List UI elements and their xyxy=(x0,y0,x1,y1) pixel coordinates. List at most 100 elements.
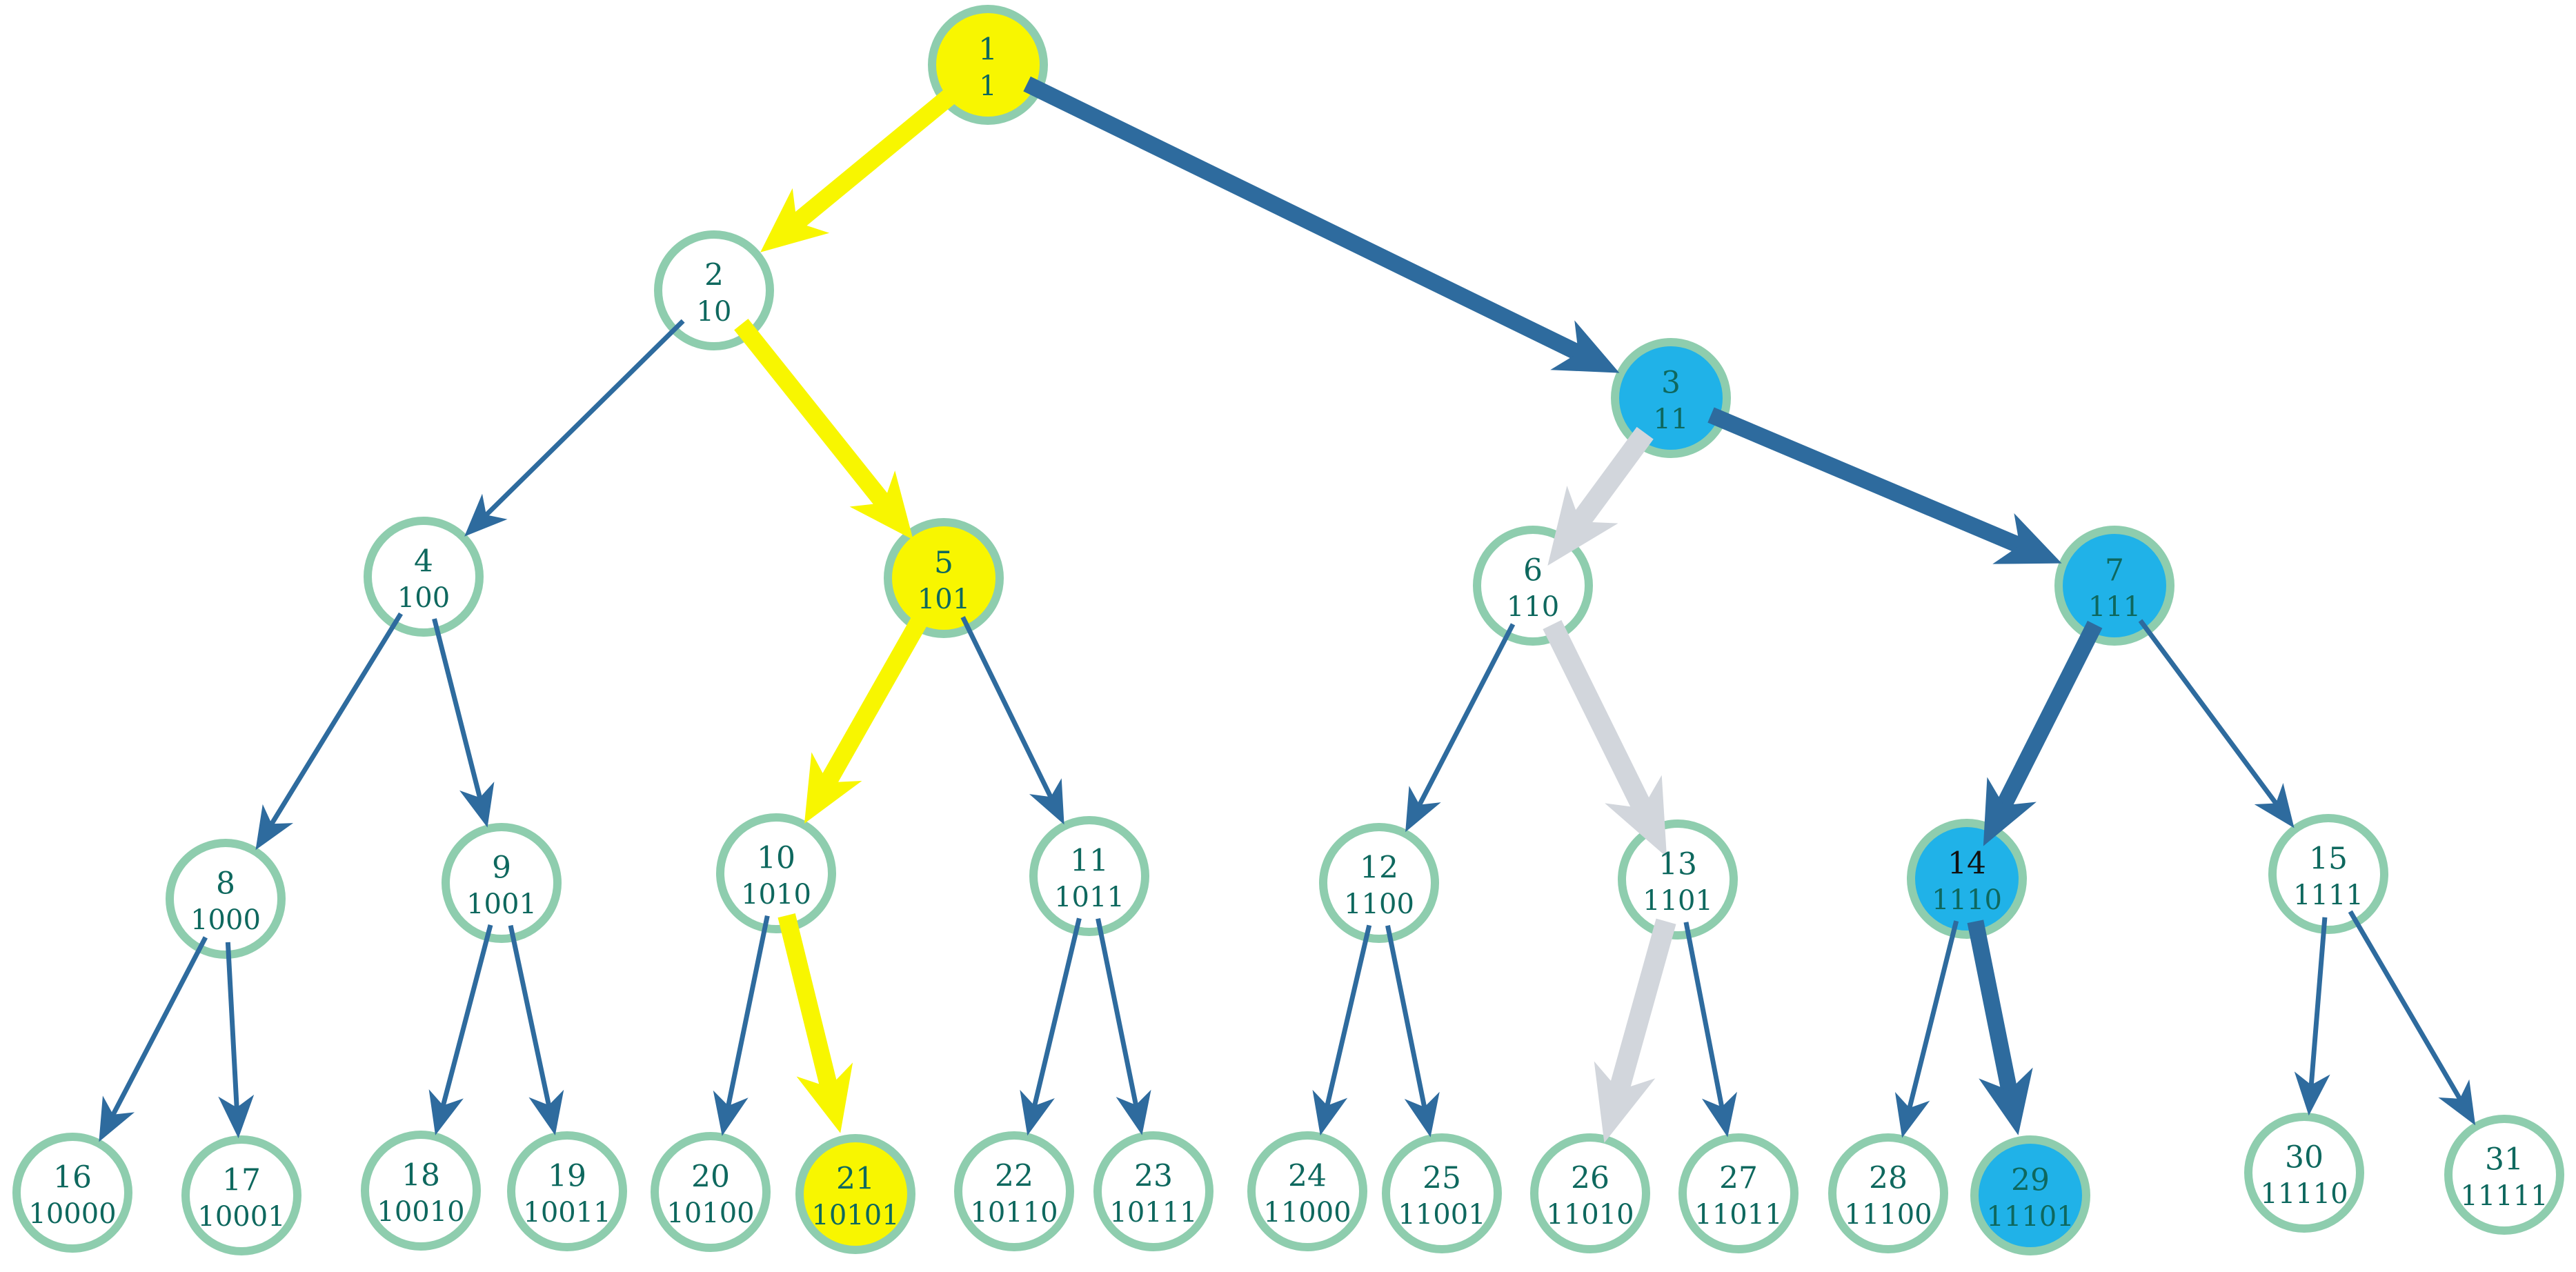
tree-node-value-6: 6 xyxy=(1523,553,1543,588)
tree-node-value-12: 12 xyxy=(1360,851,1398,886)
edge-arrowhead-3-7 xyxy=(1992,513,2062,564)
tree-node-binary-19: 10011 xyxy=(523,1197,611,1229)
tree-node-binary-1: 1 xyxy=(979,70,996,102)
tree-node-circle-16 xyxy=(12,1133,132,1253)
tree-node-circle-27 xyxy=(1678,1133,1799,1253)
tree-node-binary-17: 10001 xyxy=(197,1201,285,1233)
tree-node-value-11: 11 xyxy=(1070,844,1109,879)
edge-arrowhead-9-18 xyxy=(428,1089,464,1135)
edge-arrowhead-5-10 xyxy=(804,752,862,824)
tree-node-circle-5 xyxy=(884,518,1004,638)
edge-9-18 xyxy=(440,924,493,1108)
tree-node-value-30: 30 xyxy=(2285,1140,2324,1175)
edge-1-2 xyxy=(789,86,960,231)
tree-node-circle-15 xyxy=(2268,814,2388,934)
edge-arrowhead-8-17 xyxy=(218,1094,255,1139)
edge-4-9 xyxy=(432,618,483,800)
tree-node-value-3: 3 xyxy=(1661,366,1681,401)
edge-6-12 xyxy=(1416,623,1516,808)
tree-node-binary-8: 1000 xyxy=(190,904,261,936)
edge-arrowhead-4-9 xyxy=(459,782,495,828)
edge-arrowhead-15-31 xyxy=(2438,1079,2476,1126)
edge-11-23 xyxy=(1096,918,1139,1108)
tree-node-circle-13 xyxy=(1618,819,1738,940)
tree-node-value-18: 18 xyxy=(402,1158,440,1193)
tree-node-circle-20 xyxy=(651,1132,771,1252)
edge-arrowhead-1-3 xyxy=(1550,320,1620,373)
tree-node-binary-4: 100 xyxy=(397,582,450,614)
tree-node-circle-14 xyxy=(1907,819,2027,939)
tree-node-binary-2: 10 xyxy=(697,296,732,328)
edge-arrowhead-9-19 xyxy=(528,1089,564,1135)
tree-node-binary-13: 1101 xyxy=(1643,885,1713,917)
tree-node-circle-4 xyxy=(364,517,484,637)
tree-node-value-16: 16 xyxy=(53,1160,92,1195)
edge-arrowhead-2-5 xyxy=(849,470,913,540)
edge-arrowhead-11-23 xyxy=(1116,1089,1151,1135)
tree-node-binary-29: 11101 xyxy=(1986,1201,2074,1233)
tree-node-circle-10 xyxy=(716,813,836,933)
edge-7-14 xyxy=(1995,620,2103,812)
edge-8-17 xyxy=(225,942,239,1110)
edge-arrowhead-7-15 xyxy=(2254,783,2295,828)
tree-node-binary-18: 10010 xyxy=(377,1196,464,1228)
edge-arrowhead-12-24 xyxy=(1312,1089,1348,1136)
tree-node-circle-1 xyxy=(928,5,1048,125)
edge-2-4 xyxy=(483,319,685,518)
edge-arrowhead-13-27 xyxy=(1701,1091,1737,1137)
tree-node-value-17: 17 xyxy=(222,1163,261,1198)
tree-node-value-24: 24 xyxy=(1288,1159,1327,1194)
tree-node-circle-25 xyxy=(1382,1133,1502,1253)
tree-node-circle-22 xyxy=(954,1131,1074,1251)
tree-node-binary-6: 110 xyxy=(1507,591,1559,623)
tree-node-binary-28: 11100 xyxy=(1844,1199,1932,1231)
tree-node-value-1: 1 xyxy=(978,32,998,68)
edge-3-7 xyxy=(1707,407,2025,555)
edge-14-28 xyxy=(1906,920,1959,1111)
tree-node-value-15: 15 xyxy=(2309,842,2348,877)
edge-5-11 xyxy=(960,616,1054,800)
edge-arrowhead-12-25 xyxy=(1404,1091,1440,1137)
tree-node-value-9: 9 xyxy=(492,851,511,886)
tree-node-binary-27: 11011 xyxy=(1694,1199,1782,1231)
edge-13-26 xyxy=(1608,918,1676,1096)
edge-14-29 xyxy=(1967,920,2018,1095)
tree-node-value-28: 28 xyxy=(1869,1161,1908,1196)
edge-arrowhead-8-16 xyxy=(99,1095,135,1142)
tree-node-circle-17 xyxy=(181,1135,301,1255)
tree-node-value-13: 13 xyxy=(1658,847,1697,882)
tree-node-circle-2 xyxy=(654,230,774,350)
tree-node-circle-28 xyxy=(1828,1133,1948,1253)
tree-node-binary-24: 11000 xyxy=(1263,1197,1351,1229)
tree-node-value-27: 27 xyxy=(1719,1161,1758,1196)
tree-node-binary-26: 11010 xyxy=(1546,1199,1634,1231)
edge-5-10 xyxy=(818,611,931,790)
tree-node-binary-16: 10000 xyxy=(28,1198,116,1230)
tree-node-circle-30 xyxy=(2244,1113,2364,1233)
tree-node-binary-3: 11 xyxy=(1654,404,1689,435)
edge-10-21 xyxy=(777,913,839,1093)
tree-node-value-22: 22 xyxy=(995,1159,1033,1194)
edge-arrowhead-6-12 xyxy=(1405,786,1441,833)
tree-node-binary-12: 1100 xyxy=(1344,888,1414,920)
edge-arrowhead-10-21 xyxy=(796,1062,853,1133)
tree-node-value-29: 29 xyxy=(2011,1163,2050,1198)
edge-3-6 xyxy=(1569,426,1654,530)
edge-9-19 xyxy=(508,924,552,1108)
tree-node-circle-24 xyxy=(1247,1131,1367,1251)
tree-node-binary-21: 10101 xyxy=(811,1200,899,1231)
edge-arrowhead-15-30 xyxy=(2294,1071,2330,1116)
edge-13-27 xyxy=(1683,922,1725,1109)
tree-node-binary-15: 1111 xyxy=(2293,880,2364,911)
tree-node-value-25: 25 xyxy=(1423,1161,1461,1196)
tree-node-value-4: 4 xyxy=(414,544,433,579)
tree-node-circle-7 xyxy=(2054,526,2174,646)
tree-node-value-8: 8 xyxy=(216,866,235,902)
edge-6-13 xyxy=(1543,619,1654,816)
edge-arrowhead-3-6 xyxy=(1547,486,1618,566)
edge-15-30 xyxy=(2308,917,2328,1087)
edge-arrowhead-2-4 xyxy=(464,493,508,537)
edge-15-31 xyxy=(2348,910,2463,1102)
edge-arrowhead-1-2 xyxy=(760,188,830,252)
edge-11-22 xyxy=(1031,917,1082,1109)
